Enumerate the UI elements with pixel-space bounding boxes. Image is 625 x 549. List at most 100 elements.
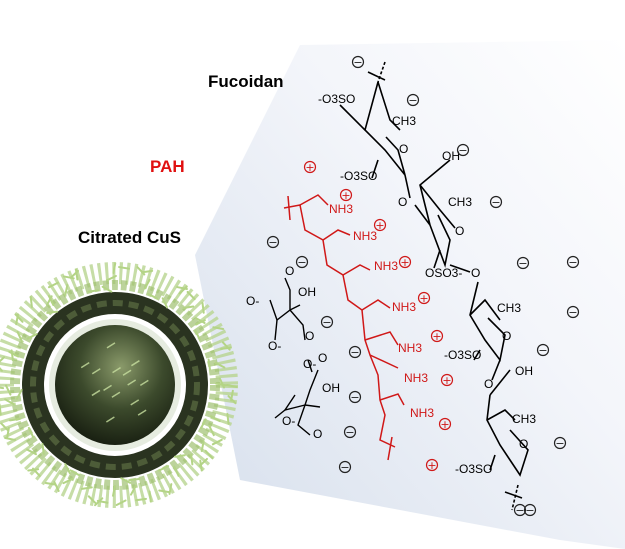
- chem-label-nh3: NH3: [404, 371, 428, 385]
- svg-text:−: −: [340, 461, 349, 474]
- svg-text:−: −: [515, 504, 524, 517]
- ligand-fiber: [105, 274, 117, 282]
- negative-charge-icon: −: [348, 390, 362, 404]
- chem-label-nh3: NH3: [410, 406, 434, 420]
- ligand-fiber: [87, 289, 100, 293]
- ligand-fiber: [115, 499, 127, 506]
- positive-charge-icon: +: [430, 329, 444, 343]
- ligand-fiber: [194, 329, 201, 341]
- negative-charge-icon: −: [343, 425, 357, 439]
- chem-label-oh: OH: [515, 364, 533, 378]
- ligand-fiber: [200, 440, 205, 453]
- svg-text:−: −: [518, 257, 527, 270]
- citrated-cus-nanoparticle: [0, 262, 238, 508]
- ligand-fiber: [4, 384, 12, 396]
- positive-charge-icon: +: [425, 458, 439, 472]
- negative-charge-icon: −: [566, 255, 580, 269]
- ligand-fiber: [120, 477, 132, 484]
- negative-charge-icon: −: [406, 93, 420, 107]
- ligand-fiber: [47, 295, 55, 307]
- ligand-fiber: [62, 275, 75, 280]
- ligand-fiber: [27, 468, 40, 472]
- positive-charge-icon: +: [438, 417, 452, 431]
- ligand-fiber: [147, 292, 159, 300]
- ligand-fiber: [214, 361, 226, 369]
- svg-text:+: +: [375, 219, 384, 232]
- ligand-fiber: [136, 266, 146, 276]
- ligand-fiber: [182, 305, 195, 309]
- ligand-fiber: [41, 442, 45, 455]
- ligand-fiber: [158, 489, 171, 494]
- ligand-fiber: [214, 382, 227, 387]
- chem-label-o: O: [455, 224, 464, 238]
- svg-text:−: −: [568, 306, 577, 319]
- chem-label-ch3: CH3: [392, 114, 416, 128]
- negative-charge-icon: −: [266, 235, 280, 249]
- ligand-fiber: [201, 301, 205, 314]
- ligand-fiber: [112, 485, 116, 497]
- svg-text:−: −: [268, 236, 277, 249]
- ligand-fiber: [0, 367, 3, 372]
- surface-fiber: [130, 399, 140, 406]
- svg-text:+: +: [432, 330, 441, 343]
- ligand-fiber: [143, 278, 151, 290]
- negative-charge-icon: −: [295, 255, 309, 269]
- chem-label-ch3: CH3: [497, 301, 521, 315]
- ligand-fiber: [194, 319, 206, 326]
- ligand-fiber: [204, 449, 214, 460]
- chem-label-o-minus: O-: [246, 294, 259, 308]
- ligand-fiber: [8, 417, 21, 422]
- ligand-fiber: [101, 285, 113, 293]
- chem-label-o: O: [285, 264, 294, 278]
- surface-fiber: [91, 389, 101, 397]
- positive-charge-icon: +: [303, 160, 317, 174]
- chem-label-ch3: CH3: [448, 195, 472, 209]
- ligand-fiber: [45, 295, 53, 307]
- chem-label-o: O: [519, 437, 528, 451]
- ligand-fiber: [135, 497, 147, 502]
- positive-charge-icon: +: [339, 188, 353, 202]
- negative-charge-icon: −: [516, 256, 530, 270]
- ligand-fiber: [129, 484, 137, 496]
- negative-charge-icon: −: [536, 343, 550, 357]
- citrated-cus-label: Citrated CuS: [78, 228, 181, 247]
- ligand-fiber: [178, 285, 188, 295]
- surface-fiber: [112, 366, 121, 374]
- svg-text:−: −: [353, 56, 362, 69]
- ligand-fiber: [80, 486, 93, 490]
- chem-label-o: O: [398, 195, 407, 209]
- svg-text:−: −: [555, 437, 564, 450]
- ligand-fiber: [47, 281, 59, 289]
- ligand-fiber: [69, 469, 81, 477]
- svg-text:−: −: [350, 346, 359, 359]
- surface-fiber: [105, 416, 115, 423]
- chem-label-nh3: NH3: [329, 202, 353, 216]
- ligand-fiber: [27, 426, 35, 438]
- svg-text:+: +: [442, 374, 451, 387]
- svg-text:−: −: [491, 196, 500, 209]
- negative-charge-icon: −: [489, 195, 503, 209]
- positive-charge-icon: +: [417, 291, 431, 305]
- ligand-fiber: [173, 465, 180, 477]
- ligand-fiber: [16, 331, 23, 343]
- negative-charge-icon: −: [513, 503, 527, 517]
- ligand-fiber: [26, 448, 38, 456]
- ligand-fiber: [0, 422, 10, 432]
- negative-charge-icon: −: [566, 305, 580, 319]
- chem-label-nh3: NH3: [398, 341, 422, 355]
- positive-charge-icon: +: [440, 373, 454, 387]
- ligand-fiber: [210, 415, 221, 423]
- ligand-fiber: [44, 482, 57, 486]
- chem-label-o-minus: O-: [303, 357, 316, 371]
- ligand-fiber: [173, 454, 186, 458]
- svg-text:−: −: [408, 94, 417, 107]
- chem-label-oso3: OSO3-: [425, 266, 462, 280]
- chem-label-o: O: [399, 142, 408, 156]
- chem-label-o: O: [313, 427, 322, 441]
- ligand-fiber: [112, 262, 117, 275]
- pah-structure: [283, 194, 405, 461]
- ligand-fiber: [118, 266, 130, 270]
- ligand-fiber: [10, 349, 14, 362]
- surface-fiber: [127, 379, 137, 386]
